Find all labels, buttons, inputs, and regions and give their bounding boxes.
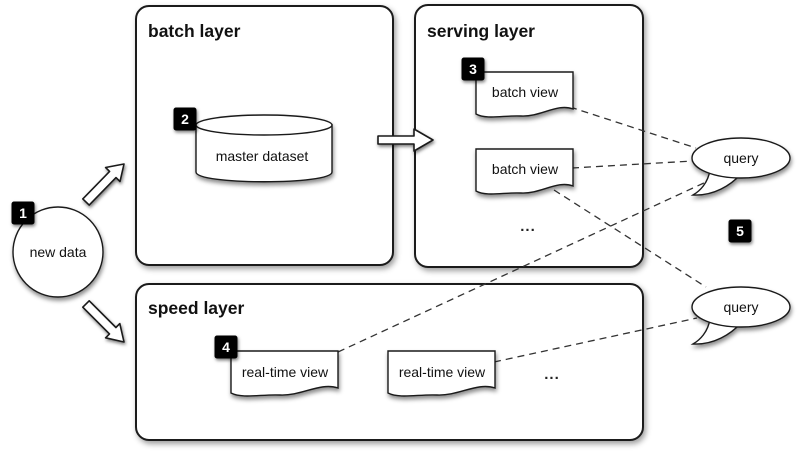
query-bottom-ellipse	[691, 286, 791, 328]
edge-batchview2-querybottom	[553, 189, 707, 288]
batch-view-2-doc	[475, 148, 574, 195]
new-data-circle	[12, 206, 104, 298]
query-bottom-label: query	[723, 299, 758, 315]
arrow-newdata-to-batchlayer	[82, 163, 125, 206]
query-bottom-bubble	[690, 286, 791, 345]
cylinder-body	[195, 124, 333, 183]
edge-realtimeview2-querybottom	[493, 317, 698, 363]
realtime-view-2-doc	[387, 350, 496, 397]
badge-2: 2	[173, 107, 197, 131]
cylinder-top	[195, 114, 333, 136]
arrow-newdata-to-speedlayer	[82, 299, 125, 343]
master-dataset-cylinder	[195, 114, 333, 183]
badge-1: 1	[11, 201, 35, 225]
badge-2-number: 2	[181, 111, 189, 127]
edge-batchview1-querytop	[569, 106, 697, 149]
batch-view-1-label: batch view	[492, 84, 559, 100]
realtime-view-1-doc	[230, 350, 339, 397]
badge-5-number: 5	[736, 223, 744, 239]
badge-4-number: 4	[222, 339, 230, 355]
serving-layer-title: serving layer	[427, 21, 535, 41]
new-data-label: new data	[30, 244, 87, 260]
badge-1-number: 1	[19, 205, 27, 221]
edge-batchview2-querytop	[571, 160, 694, 169]
edge-realtimeview1-querytop	[337, 181, 707, 353]
master-dataset-label: master dataset	[216, 148, 309, 164]
speed-layer-title: speed layer	[148, 298, 244, 318]
badge-3: 3	[461, 57, 485, 81]
step-badges: 1 2 3 4 5	[11, 57, 752, 359]
batch-view-2-label: batch view	[492, 161, 559, 177]
badge-4: 4	[214, 335, 238, 359]
dashed-edges	[337, 106, 707, 363]
realtime-view-2-label: real-time view	[399, 364, 486, 380]
batch-layer-title: batch layer	[148, 21, 241, 41]
flow-arrows	[82, 128, 434, 343]
badge-5: 5	[728, 219, 752, 243]
query-top-label: query	[723, 150, 758, 166]
query-top-bubble	[690, 137, 791, 196]
batch-view-1-doc	[475, 71, 574, 118]
speed-layer-ellipsis: ...	[544, 366, 560, 383]
arrow-batchlayer-to-servinglayer	[377, 128, 434, 152]
query-top-ellipse	[691, 137, 791, 179]
serving-layer-ellipsis: ...	[520, 218, 536, 235]
realtime-view-1-label: real-time view	[242, 364, 329, 380]
badge-3-number: 3	[469, 61, 477, 77]
